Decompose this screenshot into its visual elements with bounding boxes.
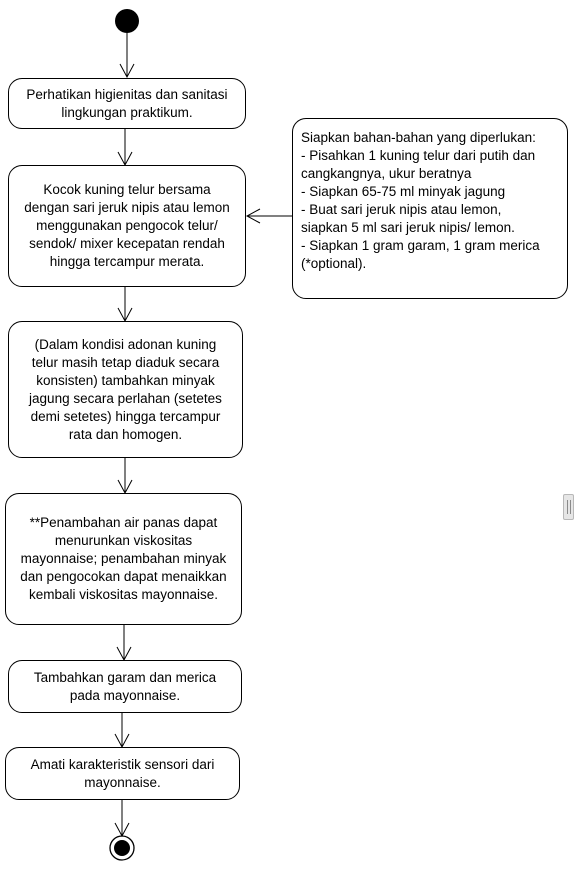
arrow-step1-to-step2 [117,129,133,167]
step-hygiene: Perhatikan higienitas dan sanitasi lingk… [8,78,246,129]
step-whisk-yolk: Kocok kuning telur bersama dengan sari j… [8,165,246,287]
step-add-salt-pepper: Tambahkan garam dan merica pada mayonnai… [8,660,242,713]
arrow-step5-to-step6 [114,713,130,749]
arrow-step3-to-step4 [117,458,133,495]
arrow-step2-to-step3 [117,287,133,323]
arrow-prep-to-step2 [245,208,292,224]
splitter-handle[interactable] [563,494,574,520]
arrow-step4-to-step5 [116,625,132,662]
start-node [115,9,139,33]
arrow-step6-to-end [114,800,130,838]
arrow-start-to-step1 [119,33,135,79]
preparation-note: Siapkan bahan-bahan yang diperlukan: - P… [292,118,568,299]
end-node [109,835,135,861]
step-observe-sensory: Amati karakteristik sensori dari mayonna… [5,747,240,800]
step-add-oil: (Dalam kondisi adonan kuning telur masih… [8,321,243,458]
step-viscosity-note: **Penambahan air panas dapat menurunkan … [5,493,242,625]
